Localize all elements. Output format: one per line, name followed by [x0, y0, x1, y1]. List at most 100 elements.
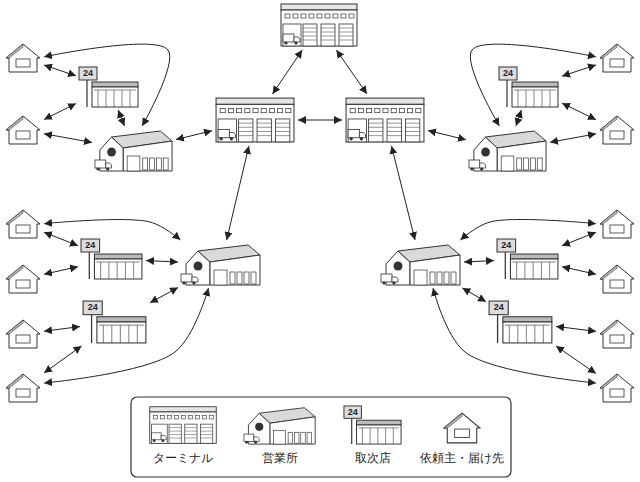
flow-arrow — [556, 326, 596, 331]
office-door — [143, 158, 148, 170]
truck-cab — [359, 133, 365, 138]
shutter-slat — [303, 32, 317, 33]
legend-item: 営業所 — [236, 403, 324, 473]
flow-arrow — [118, 110, 124, 126]
office-door — [244, 272, 249, 284]
house-icon — [598, 42, 636, 74]
flow-arrow — [146, 261, 178, 262]
icon-group — [600, 210, 634, 238]
icon-group — [600, 265, 634, 293]
house-outline — [600, 116, 634, 144]
office-icon — [243, 405, 317, 445]
legend-item: 依頼主・届け先 — [417, 403, 507, 473]
house-icon — [4, 263, 42, 295]
shutter-slat — [239, 135, 253, 136]
store-window-frame — [128, 325, 129, 343]
house-icon — [442, 411, 482, 445]
store-window-frame — [513, 262, 556, 263]
icon-group — [281, 4, 357, 46]
shutter-slat — [185, 434, 197, 435]
shutter-slat — [339, 40, 353, 41]
house-icon — [4, 318, 42, 350]
shutter-slat — [257, 135, 271, 136]
terminal-window — [174, 415, 178, 418]
shutter-slat — [321, 36, 335, 37]
truck-bay — [218, 119, 236, 142]
shutter-door — [185, 424, 197, 443]
office-icon — [180, 242, 262, 286]
office-door — [150, 158, 155, 170]
house-window — [16, 389, 30, 397]
flow-arrow — [44, 104, 76, 120]
house-icon — [4, 114, 42, 146]
flow-arrow — [336, 50, 367, 94]
sign-pole — [89, 252, 90, 279]
house-outline — [6, 44, 40, 72]
terminal-window — [269, 109, 274, 113]
house-icon — [598, 318, 636, 350]
sign-number: 24 — [497, 239, 516, 252]
office-shutter — [127, 156, 140, 171]
house-roof-shade — [6, 210, 23, 224]
truck-wheel — [220, 137, 223, 140]
sign-number: 24 — [499, 67, 517, 80]
house-window — [610, 131, 624, 139]
store-wall — [503, 322, 552, 343]
terminal-window — [167, 415, 171, 418]
flow-arrow — [556, 346, 596, 374]
truck-wheel — [392, 281, 395, 284]
terminal-window — [160, 415, 164, 418]
store-wall — [510, 259, 557, 279]
icon-group — [346, 98, 424, 142]
flow-arrow — [44, 327, 80, 332]
terminal-window — [228, 109, 233, 113]
sign-board — [344, 406, 361, 418]
office-door — [451, 272, 456, 284]
flow-arrow — [562, 103, 596, 120]
house-roof-shade — [600, 265, 617, 279]
house-outline — [600, 320, 634, 348]
store-icon: 24 — [82, 300, 148, 344]
icon-group — [489, 301, 552, 343]
house-outline — [600, 210, 634, 238]
flow-arrow — [562, 232, 596, 245]
store-window-frame — [534, 325, 535, 343]
store-wall — [92, 87, 138, 107]
shutter-door — [303, 24, 317, 46]
terminal-window — [383, 109, 388, 113]
shutter-door — [387, 119, 401, 142]
shutter-door — [406, 119, 420, 142]
shutter-slat — [303, 36, 317, 37]
truck-wheel — [106, 167, 109, 170]
flow-arrow — [44, 267, 78, 275]
house-roof-shade — [600, 210, 617, 224]
shutter-slat — [406, 131, 420, 132]
house-window — [455, 429, 470, 438]
flow-arrow — [150, 288, 178, 303]
shutter-door — [257, 119, 271, 142]
store-window-frame — [370, 428, 371, 444]
house-outline — [6, 116, 40, 144]
shutter-door — [169, 424, 181, 443]
terminal-icon — [214, 96, 296, 144]
sign-board — [81, 239, 100, 252]
icon-group — [81, 239, 142, 279]
terminal-window — [261, 109, 266, 113]
shutter-slat — [201, 427, 213, 428]
office-door — [230, 272, 235, 284]
house-outline — [6, 374, 40, 402]
shutter-slat — [369, 123, 383, 124]
shutter-slat — [406, 127, 420, 128]
terminal-window — [350, 109, 355, 113]
terminal-window — [237, 109, 242, 113]
terminal-window — [317, 14, 322, 18]
office-shutter — [274, 430, 286, 444]
shutter-slat — [276, 135, 290, 136]
office-door — [524, 158, 529, 170]
office-front — [210, 255, 260, 285]
office-front — [270, 417, 315, 444]
icon-group — [6, 116, 40, 144]
terminal-window — [309, 14, 314, 18]
terminal-window — [358, 109, 363, 113]
sign-number: 24 — [79, 67, 97, 80]
